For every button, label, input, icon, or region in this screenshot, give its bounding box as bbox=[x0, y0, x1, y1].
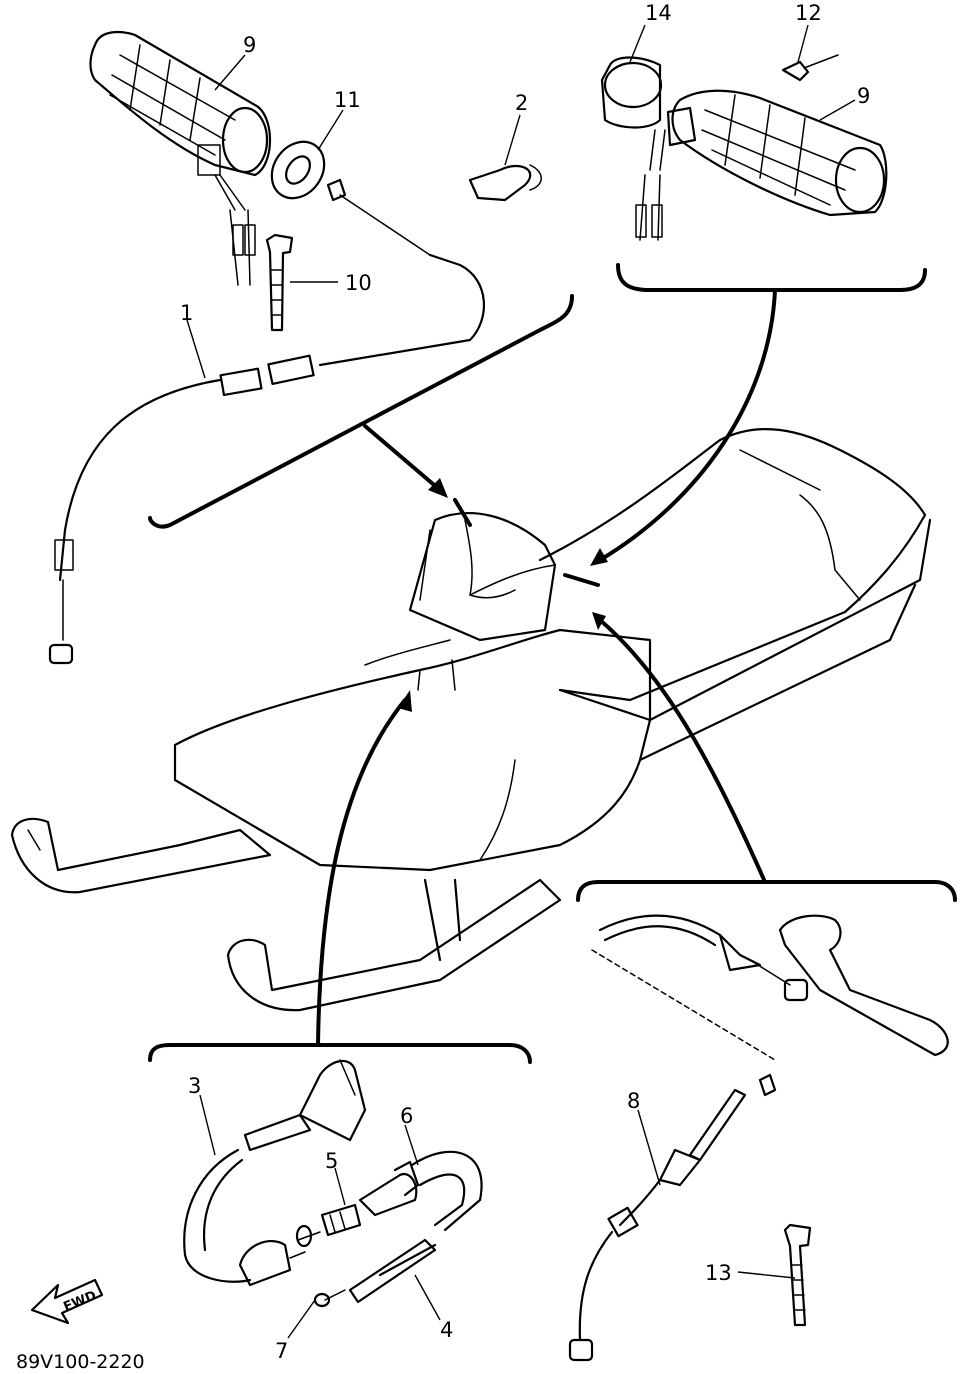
callout-14: 14 bbox=[645, 1, 672, 25]
callout-13: 13 bbox=[705, 1261, 732, 1285]
plunger-5 bbox=[295, 1203, 362, 1248]
screw-12 bbox=[781, 54, 839, 82]
cable-tie-10 bbox=[265, 233, 294, 332]
callout-5: 5 bbox=[325, 1149, 338, 1173]
throttle-cable-1 bbox=[48, 178, 486, 665]
choke-cable-6 bbox=[358, 1150, 483, 1232]
snowmobile-illustration bbox=[10, 428, 932, 1012]
callout-7: 7 bbox=[275, 1339, 288, 1363]
leader-lines bbox=[186, 24, 856, 1339]
callout-9-right: 9 bbox=[857, 84, 870, 108]
callout-12: 12 bbox=[795, 1, 822, 25]
drawing-code: 89V100-2220 bbox=[16, 1351, 145, 1373]
brake-lever bbox=[591, 914, 949, 1061]
brake-cable-8 bbox=[568, 1073, 777, 1362]
collar-11 bbox=[270, 140, 326, 200]
callout-10: 10 bbox=[345, 271, 372, 295]
callout-9-left: 9 bbox=[243, 33, 256, 57]
callout-8: 8 bbox=[627, 1089, 640, 1113]
callout-labels: 9 11 2 10 1 14 12 9 3 6 5 7 4 8 13 bbox=[180, 1, 870, 1363]
callout-11: 11 bbox=[334, 88, 361, 112]
lead-cover-4 bbox=[313, 1238, 437, 1308]
callout-4: 4 bbox=[440, 1318, 453, 1342]
cable-tie-13 bbox=[783, 1223, 812, 1327]
grip-end-14 bbox=[600, 56, 663, 129]
clip-2 bbox=[468, 164, 542, 202]
callout-6: 6 bbox=[400, 1104, 413, 1128]
callout-1: 1 bbox=[180, 301, 193, 325]
starter-cable-3 bbox=[183, 1059, 367, 1287]
grip-left-assembly bbox=[89, 30, 272, 286]
group-brackets bbox=[148, 263, 957, 1064]
grip-right-assembly bbox=[635, 89, 888, 241]
forward-direction-arrow: FWD bbox=[30, 1278, 104, 1325]
callout-3: 3 bbox=[188, 1074, 201, 1098]
callout-2: 2 bbox=[515, 91, 528, 115]
